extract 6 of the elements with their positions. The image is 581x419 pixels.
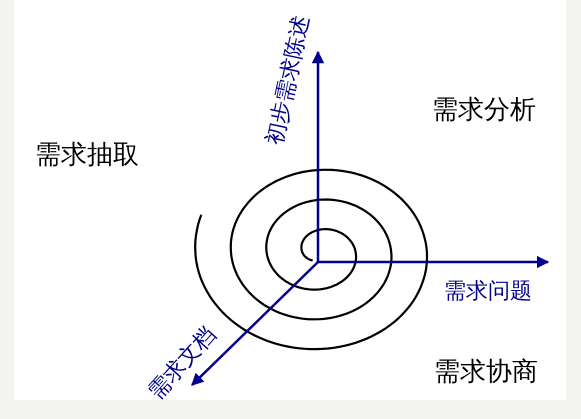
axis-label: 需求文档 <box>142 320 222 406</box>
quadrant-label: 需求协商 <box>434 356 538 388</box>
quadrant-label: 需求分析 <box>432 94 536 126</box>
axis-label: 初步需求陈述 <box>260 12 314 148</box>
axis-label: 需求问题 <box>444 277 532 305</box>
quadrant-label: 需求抽取 <box>35 139 139 171</box>
